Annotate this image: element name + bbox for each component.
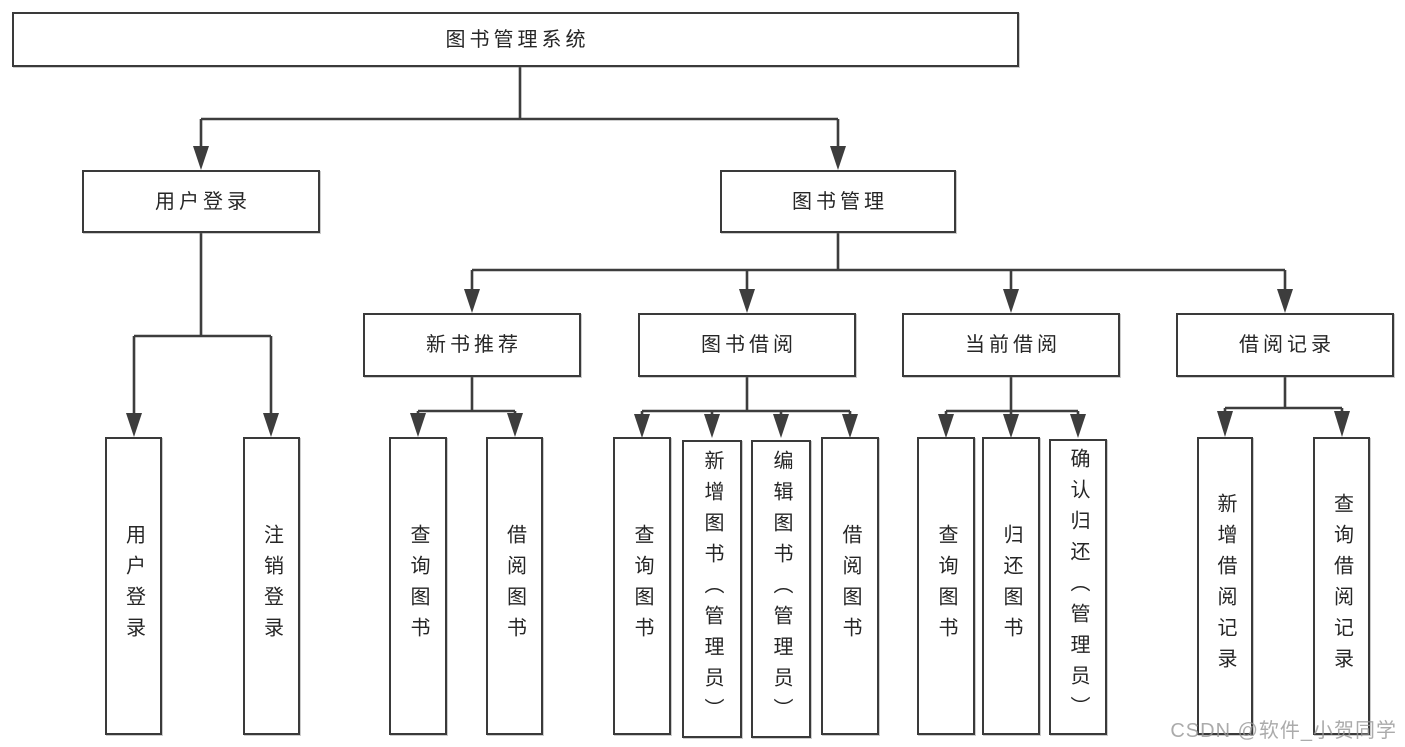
leaf-borrow-books-recommend-label: 借阅图书 (503, 524, 526, 648)
leaf-query-books-recommend: 查询图书 (389, 437, 447, 735)
connector-current-to-leaves (944, 377, 1080, 417)
leaf-return-books-label: 归还图书 (1000, 524, 1022, 648)
arrow-down-icons (126, 146, 1350, 438)
leaf-query-borrow-record-label: 查询借阅记录 (1330, 493, 1353, 679)
leaf-query-books-recommend-label: 查询图书 (407, 524, 429, 648)
leaf-query-borrow-record: 查询借阅记录 (1313, 437, 1370, 735)
leaf-query-books-borrow: 查询图书 (613, 437, 671, 735)
node-current-borrowing-label: 当前借阅 (965, 334, 1061, 356)
leaf-edit-books-admin-label: 编辑图书（管理员） (770, 449, 792, 729)
leaf-return-books: 归还图书 (982, 437, 1040, 735)
connector-records-to-leaves (1223, 377, 1344, 414)
leaf-query-books-current-label: 查询图书 (935, 524, 957, 648)
node-root-label: 图书管理系统 (445, 28, 590, 51)
leaf-query-books-current: 查询图书 (917, 437, 975, 735)
node-borrowing-records: 借阅记录 (1176, 313, 1394, 377)
node-user-login-label: 用户登录 (155, 190, 251, 213)
connector-borrow-to-leaves (640, 377, 852, 417)
connector-newbook-to-leaves (416, 377, 517, 417)
leaf-query-books-borrow-label: 查询图书 (631, 524, 653, 648)
leaf-user-login-label: 用户登录 (122, 524, 145, 648)
node-book-management-label: 图书管理 (792, 190, 888, 213)
connector-bookmgmt-to-level3 (470, 233, 1287, 291)
node-book-management: 图书管理 (720, 170, 956, 233)
leaf-add-books-admin-label: 新增图书（管理员） (701, 449, 723, 729)
node-book-borrowing: 图书借阅 (638, 313, 856, 377)
node-new-book-recommendation: 新书推荐 (363, 313, 581, 377)
leaf-add-borrow-record-label: 新增借阅记录 (1214, 493, 1236, 679)
leaf-confirm-return-admin: 确认归还（管理员） (1049, 439, 1107, 735)
leaf-edit-books-admin: 编辑图书（管理员） (751, 440, 811, 738)
connector-userlogin-to-leaves (132, 233, 273, 415)
node-new-book-recommendation-label: 新书推荐 (426, 334, 522, 356)
node-borrowing-records-label: 借阅记录 (1239, 334, 1335, 356)
leaf-logout-label: 注销登录 (260, 524, 283, 648)
leaf-add-books-admin: 新增图书（管理员） (682, 440, 742, 738)
leaf-borrow-books: 借阅图书 (821, 437, 879, 735)
connector-root-to-level2 (199, 67, 840, 148)
leaf-add-borrow-record: 新增借阅记录 (1197, 437, 1253, 735)
leaf-confirm-return-admin-label: 确认归还（管理员） (1067, 447, 1089, 727)
watermark: CSDN @软件_小贺同学 (1170, 720, 1397, 742)
leaf-borrow-books-label: 借阅图书 (839, 524, 861, 648)
node-user-login: 用户登录 (82, 170, 320, 233)
leaf-borrow-books-recommend: 借阅图书 (486, 437, 543, 735)
node-book-borrowing-label: 图书借阅 (701, 334, 797, 356)
node-root: 图书管理系统 (12, 12, 1019, 67)
leaf-user-login: 用户登录 (105, 437, 162, 735)
leaf-logout: 注销登录 (243, 437, 300, 735)
node-current-borrowing: 当前借阅 (902, 313, 1120, 377)
